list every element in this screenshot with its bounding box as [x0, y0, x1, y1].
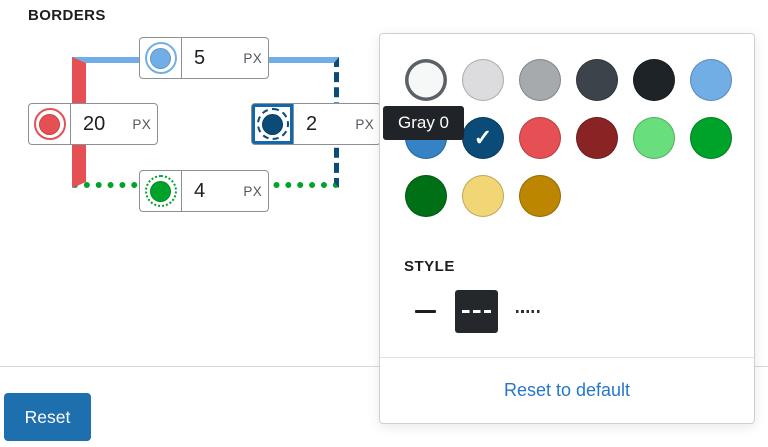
border-width-value: 2	[306, 112, 318, 135]
palette-swatch[interactable]	[519, 175, 561, 217]
check-icon: ✓	[473, 125, 493, 150]
border-width-unit: PX	[243, 50, 262, 66]
dashed-line-icon	[462, 309, 491, 314]
popover-footer: Reset to default	[380, 357, 754, 423]
border-control-bottom: 4 PX	[139, 170, 269, 212]
border-control-top: 5 PX	[139, 37, 269, 79]
reset-to-default-link[interactable]: Reset to default	[503, 380, 631, 400]
style-option-dotted[interactable]	[506, 290, 549, 333]
palette-swatch[interactable]	[633, 117, 675, 159]
border-width-field-bottom[interactable]: 4 PX	[182, 171, 268, 211]
palette-swatch[interactable]	[519, 59, 561, 101]
border-width-value: 5	[194, 46, 206, 69]
border-color-swatch-left	[33, 108, 66, 140]
border-style-options	[404, 290, 549, 333]
style-option-dashed[interactable]	[455, 290, 498, 333]
dotted-line-icon	[515, 310, 540, 313]
border-width-unit: PX	[243, 183, 262, 199]
border-width-value: 4	[194, 179, 206, 202]
palette-swatch[interactable]	[462, 59, 504, 101]
border-width-field-left[interactable]: 20 PX	[71, 104, 157, 144]
border-width-value: 20	[83, 112, 106, 135]
reset-button[interactable]: Reset	[4, 393, 91, 441]
border-control-right: 2 PX	[251, 103, 381, 145]
border-width-field-right[interactable]: 2 PX	[294, 104, 380, 144]
color-palette-grid: ✓	[405, 59, 732, 217]
palette-swatch[interactable]	[690, 117, 732, 159]
color-name-tooltip: Gray 0	[383, 106, 464, 140]
swatch-fill	[150, 180, 171, 202]
border-color-button-bottom[interactable]	[140, 171, 182, 211]
palette-swatch[interactable]	[633, 59, 675, 101]
style-section-label: STYLE	[404, 258, 455, 275]
border-color-button-top[interactable]	[140, 38, 182, 78]
border-color-button-right[interactable]	[252, 104, 294, 144]
palette-swatch[interactable]	[462, 175, 504, 217]
border-width-field-top[interactable]: 5 PX	[182, 38, 268, 78]
border-color-swatch-bottom	[144, 175, 177, 207]
palette-swatch[interactable]	[405, 59, 447, 101]
swatch-fill	[262, 113, 283, 135]
border-width-unit: PX	[355, 116, 374, 132]
border-color-popover: ✓ STYLE Reset to default	[379, 33, 755, 424]
solid-line-icon	[415, 310, 436, 313]
border-color-button-left[interactable]	[29, 104, 71, 144]
palette-swatch[interactable]	[405, 175, 447, 217]
palette-swatch[interactable]	[576, 117, 618, 159]
swatch-fill	[39, 113, 60, 135]
palette-swatch[interactable]: ✓	[462, 117, 504, 159]
border-control-left: 20 PX	[28, 103, 158, 145]
style-option-solid[interactable]	[404, 290, 447, 333]
border-color-swatch-right	[256, 108, 289, 140]
swatch-fill	[150, 47, 171, 69]
palette-swatch[interactable]	[690, 59, 732, 101]
borders-section-label: BORDERS	[28, 7, 106, 24]
palette-swatch[interactable]	[519, 117, 561, 159]
border-color-swatch-top	[144, 42, 177, 74]
palette-swatch[interactable]	[576, 59, 618, 101]
border-width-unit: PX	[132, 116, 151, 132]
